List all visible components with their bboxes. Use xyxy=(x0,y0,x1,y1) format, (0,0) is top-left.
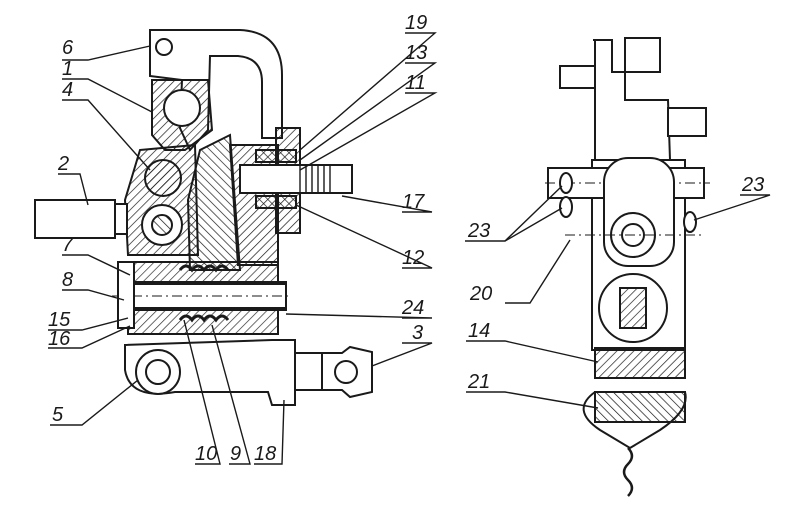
callout-5: 5 xyxy=(52,404,64,426)
callout-3: 3 xyxy=(412,322,423,344)
wire-twist xyxy=(622,447,634,497)
callout-14: 14 xyxy=(468,320,490,342)
hole-6 xyxy=(155,38,173,56)
callout-2: 2 xyxy=(57,153,69,175)
clip-23-a xyxy=(559,172,573,194)
callout-10: 10 xyxy=(195,443,217,465)
spring-bottom xyxy=(178,314,230,323)
block-14 xyxy=(594,347,686,379)
clip-23-b xyxy=(559,196,573,218)
callout-16: 16 xyxy=(48,328,71,350)
callout-23-left: 23 xyxy=(467,220,490,242)
callout-19: 19 xyxy=(405,12,427,34)
socket-inner xyxy=(151,214,173,236)
wire-21 xyxy=(582,391,687,450)
callout-labels: 6 1 4 2 7 8 15 16 5 19 13 11 17 12 24 3 … xyxy=(48,12,764,465)
boss-20-inner xyxy=(621,223,645,247)
callout-24: 24 xyxy=(401,297,424,319)
callout-13: 13 xyxy=(405,42,427,64)
callout-12: 12 xyxy=(402,247,424,269)
block-21 xyxy=(594,391,686,423)
thread-17 xyxy=(299,165,331,193)
callout-4: 4 xyxy=(62,79,73,101)
callout-15: 15 xyxy=(48,309,71,331)
clip-23-c xyxy=(683,211,697,233)
eye-5-outer xyxy=(135,349,181,395)
left-section-view xyxy=(34,29,373,406)
callout-7: 7 xyxy=(62,234,74,256)
eye-3 xyxy=(334,360,358,384)
callout-1: 1 xyxy=(62,58,73,80)
callout-23-right: 23 xyxy=(741,174,764,196)
bolt-17 xyxy=(239,164,353,194)
callout-11: 11 xyxy=(405,72,426,94)
eye-5-inner xyxy=(145,359,171,385)
callout-17: 17 xyxy=(402,191,425,213)
rod-2 xyxy=(34,199,116,239)
link-3 xyxy=(294,345,373,399)
callout-6: 6 xyxy=(62,37,74,59)
leader-lines xyxy=(48,32,771,465)
callout-18: 18 xyxy=(254,443,276,465)
rod-2-end xyxy=(114,203,128,235)
washer-13 xyxy=(255,149,297,163)
spring-top xyxy=(178,264,230,273)
callout-20: 20 xyxy=(469,283,492,305)
top-pin-right xyxy=(667,107,707,137)
side-top-bracket xyxy=(593,37,672,161)
washer-12 xyxy=(255,195,297,209)
pin-1-hole xyxy=(163,89,201,127)
callout-21: 21 xyxy=(467,371,490,393)
right-side-view xyxy=(545,37,710,497)
callout-9: 9 xyxy=(230,443,241,465)
callout-8: 8 xyxy=(62,269,73,291)
cam-slot xyxy=(619,287,647,329)
